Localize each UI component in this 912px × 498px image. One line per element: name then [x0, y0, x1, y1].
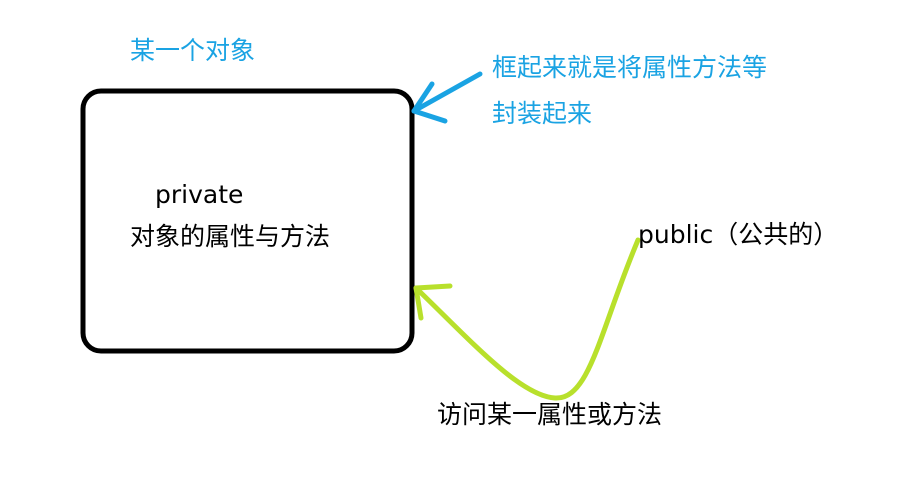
green-arrow-curve [413, 237, 641, 401]
blue-arrow-shaft [411, 71, 483, 114]
green-arrow-head-upper [413, 283, 453, 291]
blue-arrow [411, 71, 483, 124]
access-label: 访问某一属性或方法 [437, 400, 663, 429]
box-description: 对象的属性与方法 [130, 222, 331, 251]
object-box [80, 88, 415, 354]
private-label: private [155, 180, 244, 209]
blue-arrow-head-lower [411, 108, 448, 124]
encapsulation-note-line2: 封装起来 [492, 99, 593, 128]
green-arrow [413, 237, 641, 401]
public-label: public（公共的） [638, 220, 839, 249]
object-title: 某一个对象 [130, 36, 256, 65]
green-arrow-head-lower [413, 285, 424, 321]
encapsulation-note-line1: 框起来就是将属性方法等 [492, 53, 768, 82]
blue-arrow-head-upper [411, 81, 435, 114]
